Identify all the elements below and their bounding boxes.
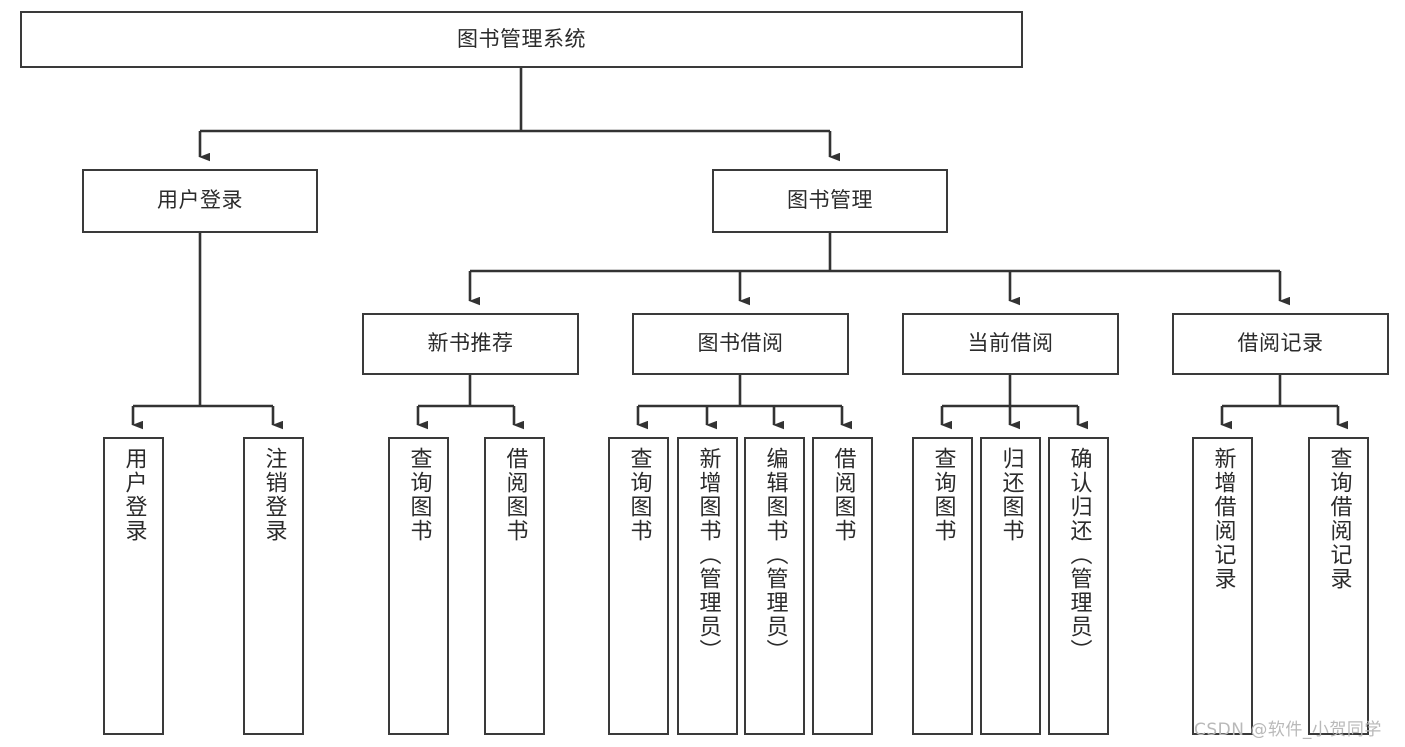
node-label: 编辑图书（管理员） [762,447,788,663]
edges-user-login-to-leaves [131,233,283,430]
node-label: 用户登录 [121,447,147,543]
leaf-search-books-recommendation[interactable]: 查询图书 [388,437,449,735]
node-label: 新书推荐 [427,331,514,356]
leaf-borrow-books[interactable]: 借阅图书 [812,437,873,735]
node-label: 查询借阅记录 [1326,447,1352,591]
node-label: 注销登录 [261,447,287,543]
node-label: 归还图书 [998,447,1024,543]
leaf-return-books[interactable]: 归还图书 [980,437,1041,735]
leaf-edit-book-admin[interactable]: 编辑图书（管理员） [744,437,805,735]
node-label: 图书管理 [787,188,873,213]
leaf-add-borrow-record[interactable]: 新增借阅记录 [1192,437,1253,735]
edges-current-to-leaves [940,375,1088,430]
node-label: 确认归还（管理员） [1066,447,1092,663]
node-borrowing-record[interactable]: 借阅记录 [1172,313,1389,375]
node-root-library-management-system[interactable]: 图书管理系统 [20,11,1023,68]
leaf-search-books-current[interactable]: 查询图书 [912,437,973,735]
leaf-borrow-books-recommendation[interactable]: 借阅图书 [484,437,545,735]
node-book-borrowing[interactable]: 图书借阅 [632,313,849,375]
leaf-search-books-borrowing[interactable]: 查询图书 [608,437,669,735]
leaf-user-login[interactable]: 用户登录 [103,437,164,735]
leaf-confirm-return-admin[interactable]: 确认归还（管理员） [1048,437,1109,735]
node-label: 借阅记录 [1237,331,1324,356]
leaf-logout[interactable]: 注销登录 [243,437,304,735]
leaf-add-book-admin[interactable]: 新增图书（管理员） [677,437,738,735]
node-label: 图书借阅 [697,331,784,356]
edges-root-to-level2 [198,68,840,162]
node-new-book-recommendation[interactable]: 新书推荐 [362,313,579,375]
node-label: 用户登录 [157,188,243,213]
node-label: 当前借阅 [967,331,1054,356]
node-label: 图书管理系统 [457,26,586,51]
node-user-login[interactable]: 用户登录 [82,169,318,233]
node-current-borrowing[interactable]: 当前借阅 [902,313,1119,375]
edges-new-book-to-leaves [416,375,524,430]
node-label: 借阅图书 [830,447,856,543]
node-label: 新增借阅记录 [1210,447,1236,591]
node-label: 借阅图书 [502,447,528,543]
node-label: 新增图书（管理员） [695,447,721,663]
edges-record-to-leaves [1220,375,1348,430]
node-label: 查询图书 [406,447,432,543]
leaf-search-borrow-record[interactable]: 查询借阅记录 [1308,437,1369,735]
node-label: 查询图书 [930,447,956,543]
node-label: 查询图书 [626,447,652,543]
edges-level2-to-level3 [468,233,1290,306]
edges-borrow-to-leaves [636,375,852,430]
node-book-management[interactable]: 图书管理 [712,169,948,233]
